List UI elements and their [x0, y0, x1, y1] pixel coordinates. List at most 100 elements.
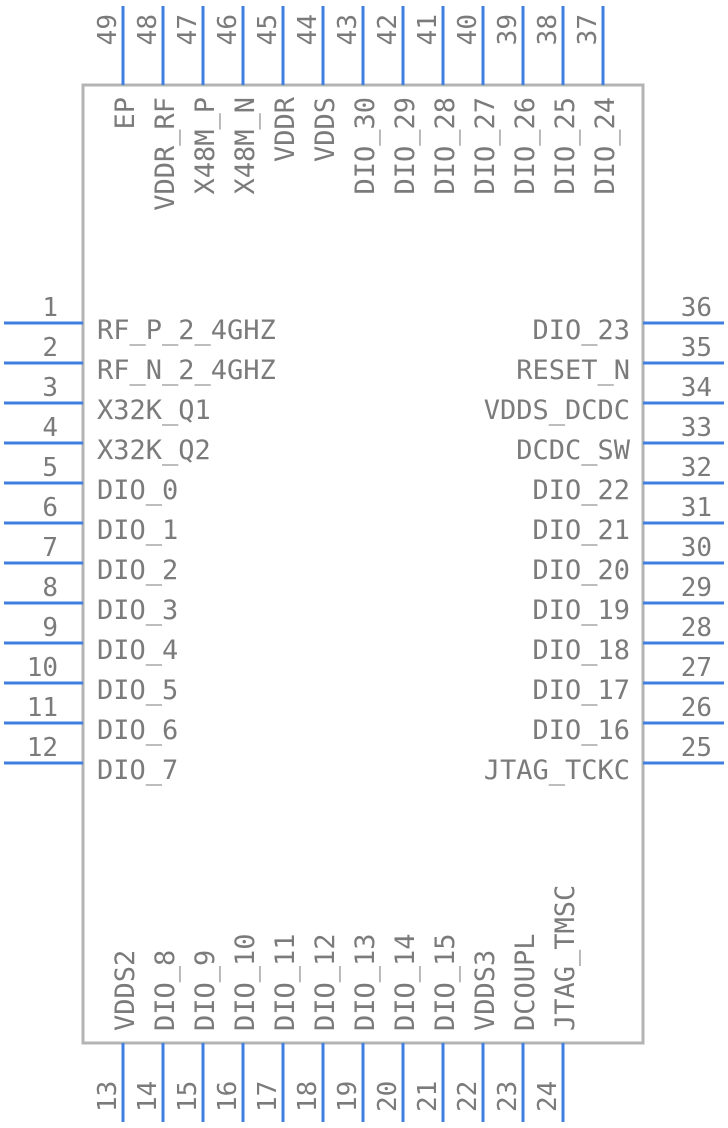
pin-46-label: X48M_N — [230, 97, 261, 195]
pin-10-number: 10 — [27, 653, 58, 683]
pin-16-label: DIO_10 — [230, 933, 261, 1031]
pin-14-label: DIO_8 — [150, 950, 181, 1031]
pin-22-label: VDDS3 — [470, 950, 501, 1031]
pin-27-label: DIO_17 — [532, 675, 630, 706]
pin-38-label: DIO_25 — [550, 97, 581, 195]
pin-37-label: DIO_24 — [590, 97, 621, 195]
pin-12-number: 12 — [27, 733, 58, 763]
pin-44-number: 44 — [293, 14, 323, 45]
pin-36-number: 36 — [681, 293, 712, 323]
pin-39-label: DIO_26 — [510, 97, 541, 195]
pin-17-number: 17 — [253, 1081, 283, 1112]
pin-44-label: VDDS — [310, 97, 341, 162]
pin-24-label: JTAG_TMSC — [550, 885, 581, 1031]
pin-41-number: 41 — [413, 14, 443, 45]
pin-18-number: 18 — [293, 1081, 323, 1112]
pin-35-label: RESET_N — [516, 355, 630, 386]
pin-11-label: DIO_6 — [97, 715, 178, 746]
pin-30-label: DIO_20 — [532, 555, 630, 586]
pin-2-number: 2 — [42, 333, 58, 363]
pin-3-label: X32K_Q1 — [97, 395, 211, 426]
pin-47-number: 47 — [173, 14, 203, 45]
pin-33-number: 33 — [681, 413, 712, 443]
pin-3-number: 3 — [42, 373, 58, 403]
pin-49-label: EP — [110, 97, 141, 130]
pin-9-label: DIO_4 — [97, 635, 178, 666]
pin-38-number: 38 — [533, 14, 563, 45]
pin-10-label: DIO_5 — [97, 675, 178, 706]
pin-1-number: 1 — [42, 293, 58, 323]
pin-4-number: 4 — [42, 413, 58, 443]
pin-2-label: RF_N_2_4GHZ — [97, 355, 276, 386]
pin-13-number: 13 — [93, 1081, 123, 1112]
pin-37-number: 37 — [573, 14, 603, 45]
pin-39-number: 39 — [493, 14, 523, 45]
pin-45-number: 45 — [253, 14, 283, 45]
pin-46-number: 46 — [213, 14, 243, 45]
pin-6-number: 6 — [42, 493, 58, 523]
pin-17-label: DIO_11 — [270, 933, 301, 1031]
pin-20-number: 20 — [373, 1081, 403, 1112]
pin-30-number: 30 — [681, 533, 712, 563]
pin-20-label: DIO_14 — [390, 933, 421, 1031]
pin-42-label: DIO_29 — [390, 97, 421, 195]
pin-25-label: JTAG_TCKC — [484, 755, 630, 786]
pin-7-label: DIO_2 — [97, 555, 178, 586]
pin-29-number: 29 — [681, 573, 712, 603]
pin-31-label: DIO_21 — [532, 515, 630, 546]
pin-40-number: 40 — [453, 14, 483, 45]
pin-32-label: DIO_22 — [532, 475, 630, 506]
pin-31-number: 31 — [681, 493, 712, 523]
pin-33-label: DCDC_SW — [516, 435, 631, 466]
pin-25-number: 25 — [681, 733, 712, 763]
pin-45-label: VDDR — [270, 96, 301, 162]
pin-40-label: DIO_27 — [470, 97, 501, 195]
pin-19-label: DIO_13 — [350, 933, 381, 1031]
pin-34-number: 34 — [681, 373, 712, 403]
pin-5-label: DIO_0 — [97, 475, 178, 506]
pin-41-label: DIO_28 — [430, 97, 461, 195]
pin-14-number: 14 — [133, 1081, 163, 1112]
pin-8-number: 8 — [42, 573, 58, 603]
pin-43-number: 43 — [333, 14, 363, 45]
pin-7-number: 7 — [42, 533, 58, 563]
pin-13-label: VDDS2 — [110, 950, 141, 1031]
pin-11-number: 11 — [27, 693, 58, 723]
pin-9-number: 9 — [42, 613, 58, 643]
pin-21-label: DIO_15 — [430, 933, 461, 1031]
pin-27-number: 27 — [681, 653, 712, 683]
pin-32-number: 32 — [681, 453, 712, 483]
pin-28-label: DIO_18 — [532, 635, 630, 666]
pin-23-number: 23 — [493, 1081, 523, 1112]
pin-35-number: 35 — [681, 333, 712, 363]
pin-48-label: VDDR_RF — [150, 97, 181, 211]
pin-15-label: DIO_9 — [190, 950, 221, 1031]
pin-24-number: 24 — [533, 1081, 563, 1112]
pin-1-label: RF_P_2_4GHZ — [97, 315, 276, 346]
pin-21-number: 21 — [413, 1081, 443, 1112]
pin-43-label: DIO_30 — [350, 97, 381, 195]
pin-16-number: 16 — [213, 1081, 243, 1112]
pin-36-label: DIO_23 — [532, 315, 630, 346]
pin-26-label: DIO_16 — [532, 715, 630, 746]
pin-19-number: 19 — [333, 1081, 363, 1112]
chip-body — [81, 83, 645, 1045]
pin-28-number: 28 — [681, 613, 712, 643]
pin-8-label: DIO_3 — [97, 595, 178, 626]
pin-29-label: DIO_19 — [532, 595, 630, 626]
pin-34-label: VDDS_DCDC — [484, 395, 630, 426]
pin-47-label: X48M_P — [190, 97, 221, 195]
pin-12-label: DIO_7 — [97, 755, 178, 786]
pin-22-number: 22 — [453, 1081, 483, 1112]
pin-5-number: 5 — [42, 453, 58, 483]
pin-48-number: 48 — [133, 14, 163, 45]
pin-23-label: DCOUPL — [510, 933, 541, 1031]
pin-6-label: DIO_1 — [97, 515, 178, 546]
pin-49-number: 49 — [93, 14, 123, 45]
pin-42-number: 42 — [373, 14, 403, 45]
pin-18-label: DIO_12 — [310, 933, 341, 1031]
pin-4-label: X32K_Q2 — [97, 435, 211, 466]
pin-15-number: 15 — [173, 1081, 203, 1112]
